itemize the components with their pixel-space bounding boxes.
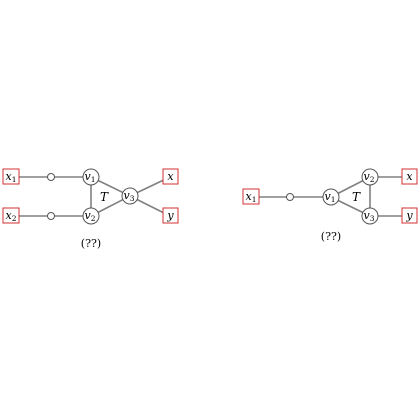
left-terminal-x1: x1: [2, 168, 20, 185]
svg-text:v2: v2: [364, 170, 375, 184]
right-gadget: x1 x y v1 v2 v3 T (??): [242, 168, 418, 243]
left-terminal-y: y: [162, 207, 179, 224]
left-node-v3: v3: [121, 187, 139, 205]
left-terminal-x: x: [162, 168, 179, 185]
right-node-v1: v1: [322, 188, 340, 206]
svg-text:v3: v3: [124, 189, 135, 203]
left-dot-top: [47, 173, 55, 181]
right-terminal-x1: x1: [242, 188, 260, 205]
svg-text:x2: x2: [6, 209, 17, 223]
svg-text:x1: x1: [246, 190, 257, 204]
right-node-v2: v2: [361, 168, 379, 186]
left-dot-bottom: [47, 212, 55, 220]
svg-text:v1: v1: [85, 170, 96, 184]
left-terminal-x2: x2: [2, 207, 20, 224]
svg-text:y: y: [405, 209, 413, 222]
svg-text:v2: v2: [85, 209, 96, 223]
left-node-v1: v1: [82, 168, 100, 186]
svg-text:v3: v3: [364, 209, 375, 223]
right-node-v3: v3: [361, 207, 379, 225]
left-node-v2: v2: [82, 207, 100, 225]
svg-text:v1: v1: [325, 190, 336, 204]
right-caption: (??): [321, 230, 341, 243]
right-triangle-label: T: [352, 190, 361, 204]
svg-text:x1: x1: [6, 170, 17, 184]
right-terminal-y: y: [401, 207, 418, 224]
svg-text:y: y: [166, 209, 174, 222]
svg-text:x: x: [406, 170, 413, 183]
svg-text:x: x: [167, 170, 174, 183]
left-caption: (??): [81, 237, 101, 250]
right-terminal-x: x: [401, 168, 418, 185]
left-gadget: x1 x2 x y v1 v2 v3 T (??): [2, 168, 179, 250]
left-triangle-label: T: [100, 190, 109, 204]
right-dot: [286, 193, 294, 201]
